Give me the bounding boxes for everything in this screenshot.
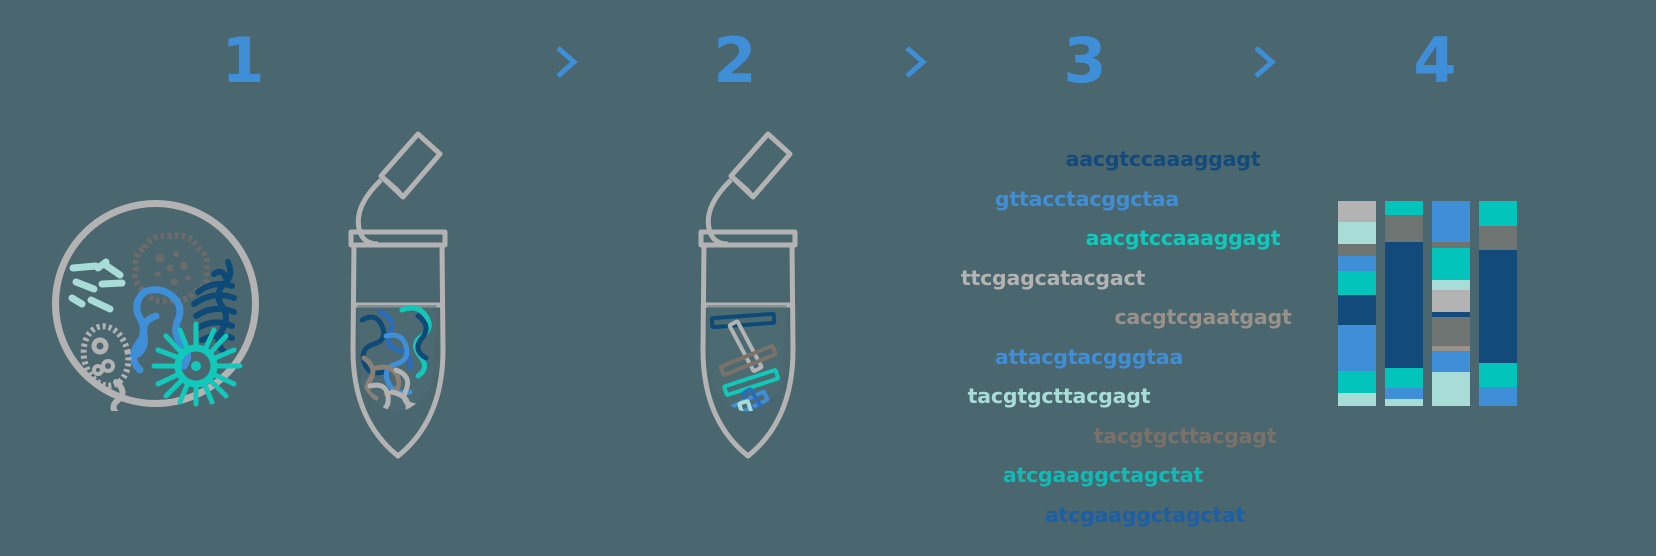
read-segment xyxy=(1432,242,1470,248)
amoeba-blob xyxy=(132,232,210,304)
read-segment xyxy=(1479,226,1517,250)
read-segment xyxy=(1338,271,1376,295)
read-segment xyxy=(1432,372,1470,406)
rod-bacteria-cluster xyxy=(68,258,126,313)
read-segment xyxy=(1338,295,1376,325)
read-segment xyxy=(1338,244,1376,256)
tube-with-intact-dna xyxy=(340,120,480,500)
chevron-right-icon-3 xyxy=(1246,42,1280,82)
step-number-1: 1 xyxy=(221,24,265,97)
read-segment xyxy=(1432,280,1470,290)
read-segment xyxy=(1479,363,1517,387)
read-segment xyxy=(1432,201,1470,242)
read-segment xyxy=(1479,250,1517,363)
read-segment xyxy=(1385,368,1423,388)
read-column-3 xyxy=(1432,201,1470,406)
read-segment xyxy=(1338,325,1376,371)
dna-sequence-list: aacgtccaaaggagt gttacctacggctaa aacgtccaaa… xyxy=(880,140,1292,535)
step-number-3: 3 xyxy=(1063,24,1107,97)
spiky-virus xyxy=(151,321,243,407)
read-segment xyxy=(1338,256,1376,271)
read-segment xyxy=(1432,351,1470,372)
dna-sequence: ttcgagcatacgact xyxy=(960,265,1146,290)
bristle-bacteria xyxy=(191,259,237,355)
read-segment xyxy=(1479,201,1517,226)
step-number-2: 2 xyxy=(713,24,757,97)
dna-sequence: aacgtccaaaggagt xyxy=(1065,147,1261,171)
dna-sequence: aacgtccaaaggagt xyxy=(1085,226,1281,250)
dna-sequence: gttacctacggctaa xyxy=(994,186,1180,211)
read-segment xyxy=(1385,399,1423,406)
read-segment xyxy=(1385,215,1423,242)
read-column-2 xyxy=(1385,201,1423,406)
read-segment xyxy=(1432,312,1470,317)
sequencing-read-columns xyxy=(1338,201,1517,406)
petri-dish-with-microbes xyxy=(48,196,263,419)
chevron-right-icon-1 xyxy=(548,42,582,82)
dna-sequence: atcgaaggctagctat xyxy=(1002,463,1204,487)
read-segment xyxy=(1338,201,1376,222)
read-segment xyxy=(1385,242,1423,368)
read-segment xyxy=(1338,222,1376,244)
read-segment xyxy=(1479,387,1517,406)
read-segment xyxy=(1432,248,1470,280)
read-segment xyxy=(1432,317,1470,346)
dna-sequence: atcgaaggctagctat xyxy=(1044,502,1246,527)
read-segment xyxy=(1338,371,1376,393)
read-segment xyxy=(1385,388,1423,399)
read-column-1 xyxy=(1338,201,1376,406)
chevron-right-icon-2 xyxy=(897,42,931,82)
read-segment xyxy=(1338,393,1376,406)
step-number-4: 4 xyxy=(1413,24,1457,97)
read-column-4 xyxy=(1479,201,1517,406)
read-segment xyxy=(1385,201,1423,215)
dna-sequence: cacgtcgaatgagt xyxy=(1114,305,1292,329)
dna-sequence: tacgtgcttacgagt xyxy=(967,384,1151,408)
dna-sequence: attacgtacgggtaa xyxy=(994,344,1184,369)
dna-sequence: tacgtgcttacgagt xyxy=(1093,423,1277,448)
tube-with-fragmented-dna xyxy=(690,120,830,500)
read-segment xyxy=(1432,290,1470,312)
read-segment xyxy=(1432,346,1470,351)
